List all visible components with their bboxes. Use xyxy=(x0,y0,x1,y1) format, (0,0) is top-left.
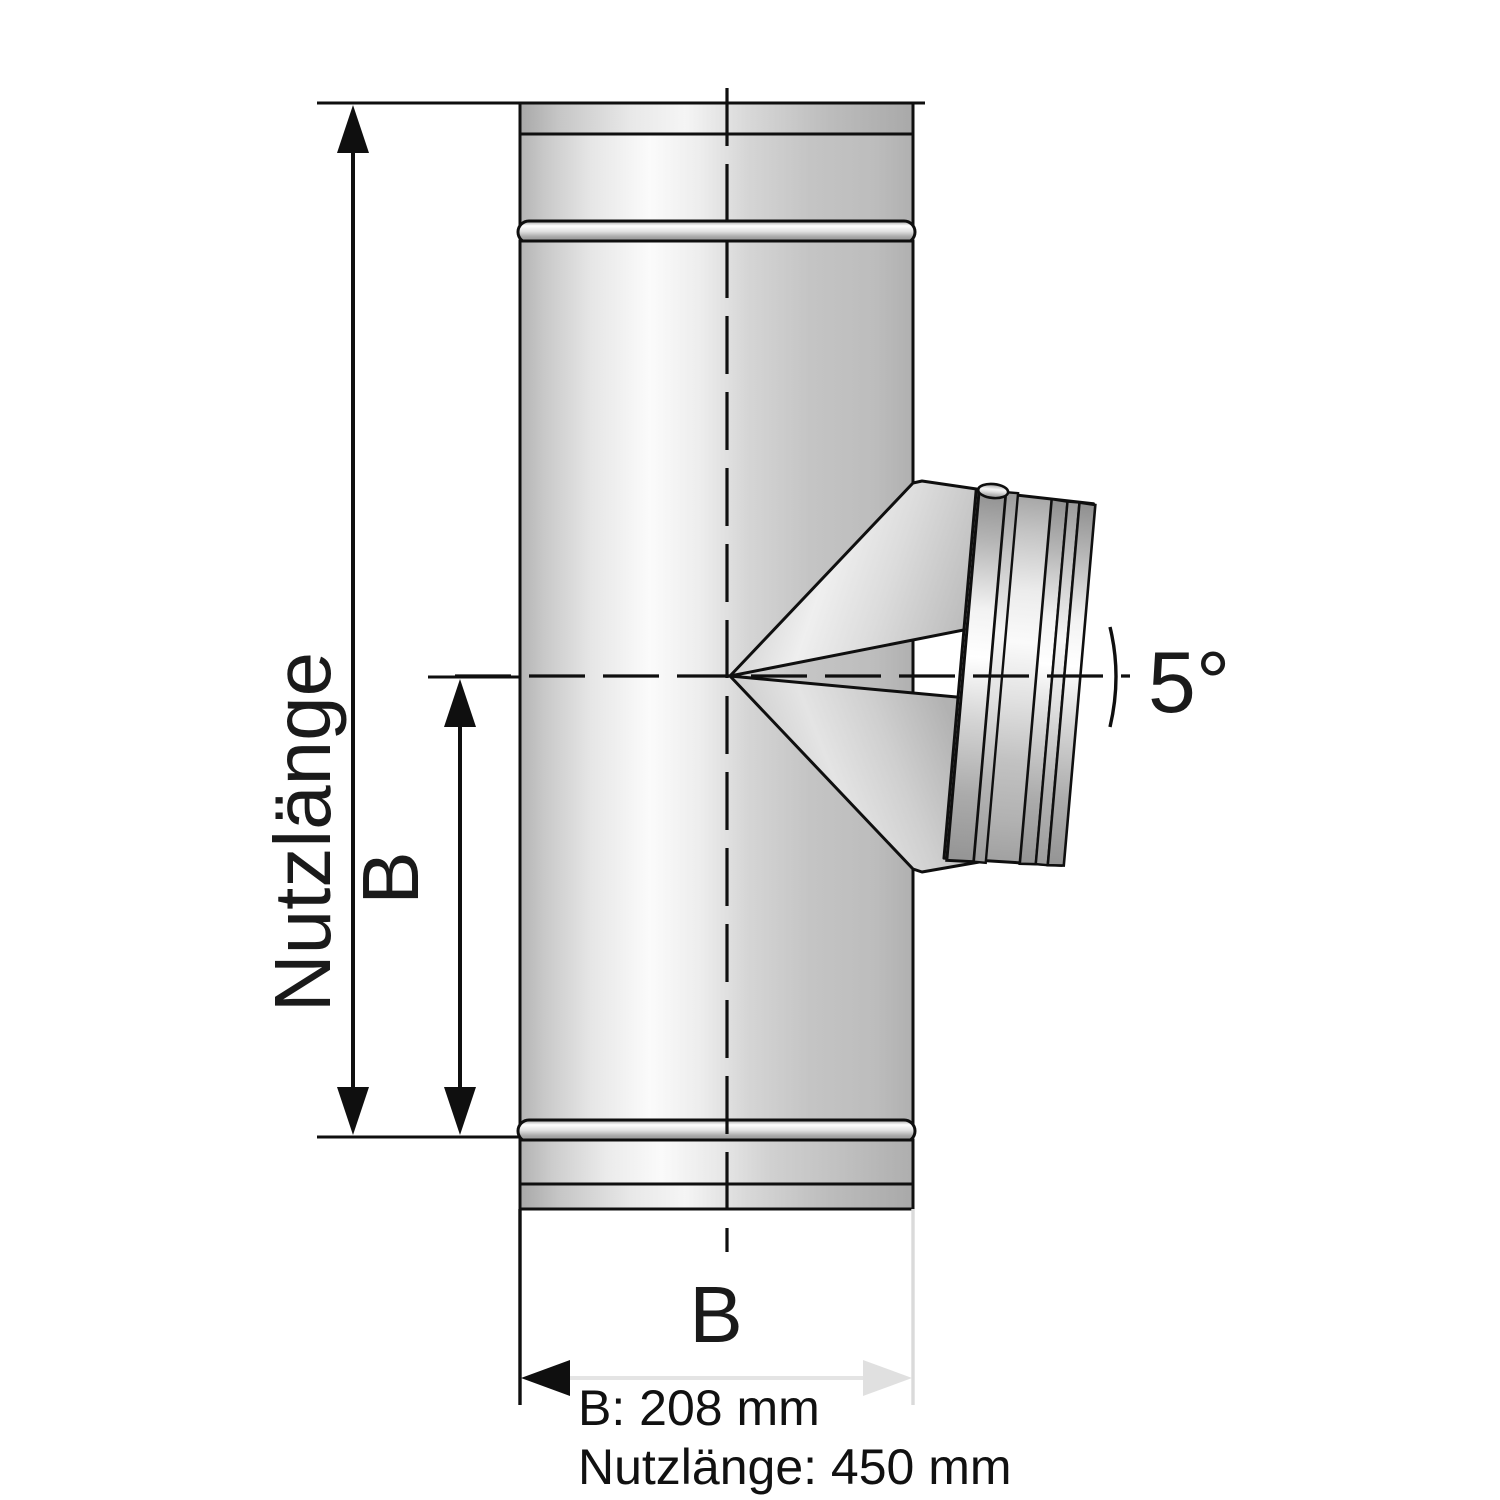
spec-line-nutzlaenge: Nutzlänge: 450 mm xyxy=(578,1439,1012,1495)
nutzlaenge-dimension-group: Nutzlänge xyxy=(258,101,925,1139)
specification-text-block: B: 208 mm Nutzlänge: 450 mm xyxy=(578,1380,1012,1495)
lower-barrel-section xyxy=(518,1138,915,1188)
bottom-rim-band xyxy=(518,1182,915,1211)
angle-tick-arc xyxy=(1108,626,1118,728)
angle-label: 5° xyxy=(1148,635,1230,731)
branch-outlet-assembly xyxy=(728,479,1097,874)
b-horizontal-arrow-right xyxy=(863,1360,912,1396)
b-vertical-label: B xyxy=(346,851,435,904)
b-vertical-arrow-top xyxy=(444,679,476,727)
top-rim-band xyxy=(518,101,915,136)
spec-line-b: B: 208 mm xyxy=(578,1380,820,1436)
b-horizontal-label: B xyxy=(689,1270,742,1359)
branch-cone-upper xyxy=(728,479,999,678)
branch-tube-group xyxy=(942,482,1097,867)
b-horizontal-arrow-left xyxy=(521,1360,570,1396)
main-pipe-body xyxy=(516,101,917,1211)
nutzlaenge-arrow-bottom xyxy=(337,1087,369,1135)
b-vertical-dimension-group: B xyxy=(346,675,520,1135)
upper-barrel-section xyxy=(518,132,915,226)
b-horizontal-dimension-group: B xyxy=(518,1209,915,1405)
branch-ring-cap xyxy=(976,482,1010,500)
nutzlaenge-arrow-top xyxy=(337,105,369,153)
branch-cone-lower xyxy=(728,674,991,874)
branch-ring-5 xyxy=(1046,501,1097,867)
angle-callout-group: 5° xyxy=(1108,626,1230,731)
nutzlaenge-label: Nutzlänge xyxy=(258,652,347,1012)
centerlines-group xyxy=(455,88,1130,1252)
b-vertical-arrow-bottom xyxy=(444,1087,476,1135)
